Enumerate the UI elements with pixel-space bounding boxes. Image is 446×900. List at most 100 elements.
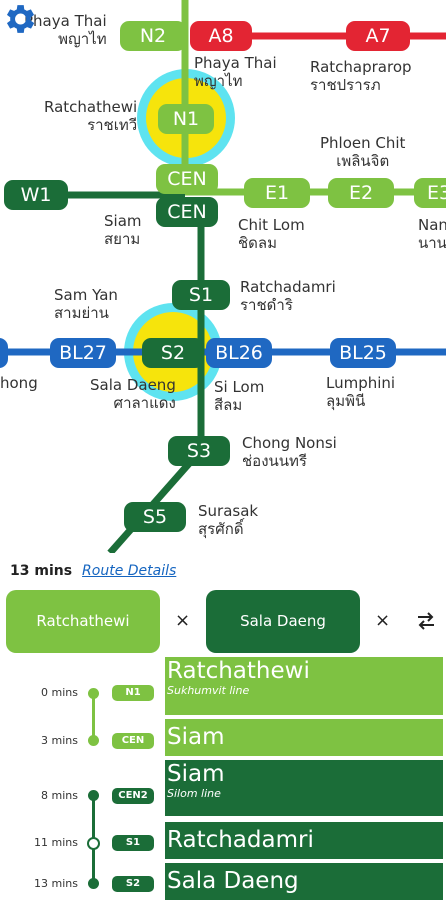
step-bar[interactable]: Siam Silom line [165, 760, 443, 816]
swap-icon[interactable] [414, 609, 438, 633]
route-step: 0 mins N1 Ratchathewi Sukhumvit line [0, 657, 446, 715]
segment-line-sukhumvit [92, 690, 95, 741]
label-en: Siam [104, 212, 142, 230]
step-dot [88, 735, 99, 746]
label-en: Chong Nonsi [242, 434, 337, 452]
step-time: 11 mins [34, 836, 78, 849]
step-dot [88, 688, 99, 699]
station-a7[interactable]: A7 [346, 21, 410, 51]
label-nana: Nan นาน [418, 216, 446, 252]
station-bl27[interactable]: BL27 [50, 338, 116, 368]
step-time: 0 mins [41, 686, 78, 699]
route-step: 11 mins S1 Ratchadamri [0, 822, 446, 859]
label-ratchathewi: Ratchathewi ราชเทวี [44, 98, 137, 134]
station-cen-silom[interactable]: CEN [156, 197, 218, 227]
station-bl26[interactable]: BL26 [206, 338, 272, 368]
step-name: Sala Daeng [167, 868, 299, 894]
label-phaya-thai-airport: Phaya Thai พญาไท [194, 54, 277, 90]
label-siam: Siam สยาม [104, 212, 142, 248]
step-bar[interactable]: Ratchadamri [165, 822, 443, 859]
station-hua-lamphong[interactable] [0, 338, 8, 368]
label-th: สยาม [104, 230, 141, 248]
label-th: ราชดำริ [240, 296, 293, 314]
route-step: 3 mins CEN Siam [0, 719, 446, 756]
label-ratchaprarop: Ratchaprarop ราชปรารภ [310, 58, 412, 94]
label-hua-lamphong: hong [0, 374, 38, 392]
step-code: S2 [112, 876, 154, 892]
step-dot [88, 790, 99, 801]
label-th: ช่องนนทรี [242, 452, 307, 470]
station-cen-sukhumvit[interactable]: CEN [156, 164, 218, 194]
label-en: Lumphini [326, 374, 396, 392]
clear-origin-button[interactable]: × [175, 610, 191, 631]
station-e1[interactable]: E1 [244, 178, 310, 208]
route-summary: 13 mins Route Details [10, 563, 176, 579]
label-th: เพลินจิต [336, 152, 390, 170]
station-a8[interactable]: A8 [190, 21, 252, 51]
station-s3[interactable]: S3 [168, 436, 230, 466]
label-phaya-thai: Phaya Thai พญาไท [24, 12, 107, 48]
transit-map[interactable]: N2 A8 A7 N1 CEN CEN W1 E1 E2 E3 S1 BL27 … [0, 0, 446, 553]
label-chong-nonsi: Chong Nonsi ช่องนนทรี [242, 434, 337, 470]
step-bar[interactable]: Ratchathewi Sukhumvit line [165, 657, 443, 715]
label-en: Ratchadamri [240, 278, 336, 296]
step-bar[interactable]: Siam [165, 719, 443, 756]
duration: 13 mins [10, 563, 73, 579]
label-lumphini: Lumphini ลุมพินี [326, 374, 395, 410]
route-step: 8 mins CEN2 Siam Silom line [0, 760, 446, 816]
label-en: Surasak [198, 502, 259, 520]
label-th: สุรศักดิ์ [198, 520, 244, 538]
label-en: Phaya Thai [24, 12, 107, 30]
step-code: N1 [112, 685, 154, 701]
station-e2[interactable]: E2 [328, 178, 394, 208]
label-th: นาน [418, 234, 446, 252]
origin-selector[interactable]: Ratchathewi [6, 590, 160, 653]
station-n2[interactable]: N2 [120, 21, 186, 51]
label-en: Sala Daeng [90, 376, 176, 394]
step-code: S1 [112, 835, 154, 851]
label-en: Nan [418, 216, 446, 234]
station-s2[interactable]: S2 [142, 338, 204, 368]
label-en: Sam Yan [54, 286, 118, 304]
step-code: CEN2 [112, 788, 154, 804]
route-panel: 13 mins Route Details Ratchathewi × Sala … [0, 553, 446, 900]
label-en: Chit Lom [238, 216, 305, 234]
label-ratchadamri: Ratchadamri ราชดำริ [240, 278, 336, 314]
label-en: Ratchathewi [44, 98, 138, 116]
label-th: สามย่าน [54, 304, 109, 322]
label-sam-yan: Sam Yan สามย่าน [54, 286, 118, 322]
label-chit-lom: Chit Lom ชิดลม [238, 216, 305, 252]
route-details-link[interactable]: Route Details [82, 563, 177, 579]
label-th: ราชเทวี [87, 116, 138, 134]
step-time: 3 mins [41, 734, 78, 747]
station-bl25[interactable]: BL25 [330, 338, 396, 368]
step-time: 13 mins [34, 877, 78, 890]
label-en: hong [0, 374, 38, 392]
step-bar[interactable]: Sala Daeng [165, 863, 443, 900]
label-surasak: Surasak สุรศักดิ์ [198, 502, 258, 538]
label-en: Phloen Chit [320, 134, 406, 152]
step-time: 8 mins [41, 789, 78, 802]
route-step: 13 mins S2 Sala Daeng [0, 863, 446, 900]
label-th: สีลม [214, 396, 243, 414]
destination-selector[interactable]: Sala Daeng [206, 590, 360, 653]
step-name: Siam [167, 724, 225, 750]
label-th: ลุมพินี [326, 392, 366, 410]
step-name: Ratchadamri [167, 827, 314, 853]
station-s1[interactable]: S1 [172, 280, 230, 310]
gear-icon[interactable] [0, 0, 38, 38]
station-e3[interactable]: E3 [414, 178, 446, 208]
label-phloen-chit: Phloen Chit เพลินจิต [320, 134, 405, 170]
station-n1[interactable]: N1 [158, 104, 214, 134]
label-en: Ratchaprarop [310, 58, 412, 76]
label-si-lom: Si Lom สีลม [214, 378, 264, 414]
label-th: ชิดลม [238, 234, 278, 252]
station-w1[interactable]: W1 [4, 180, 68, 210]
silom-line-south [107, 447, 204, 553]
label-en: Si Lom [214, 378, 265, 396]
label-th: ราชปรารภ [310, 76, 381, 94]
label-th: พญาไท [194, 72, 243, 90]
station-s5[interactable]: S5 [124, 502, 186, 532]
clear-destination-button[interactable]: × [375, 610, 391, 631]
